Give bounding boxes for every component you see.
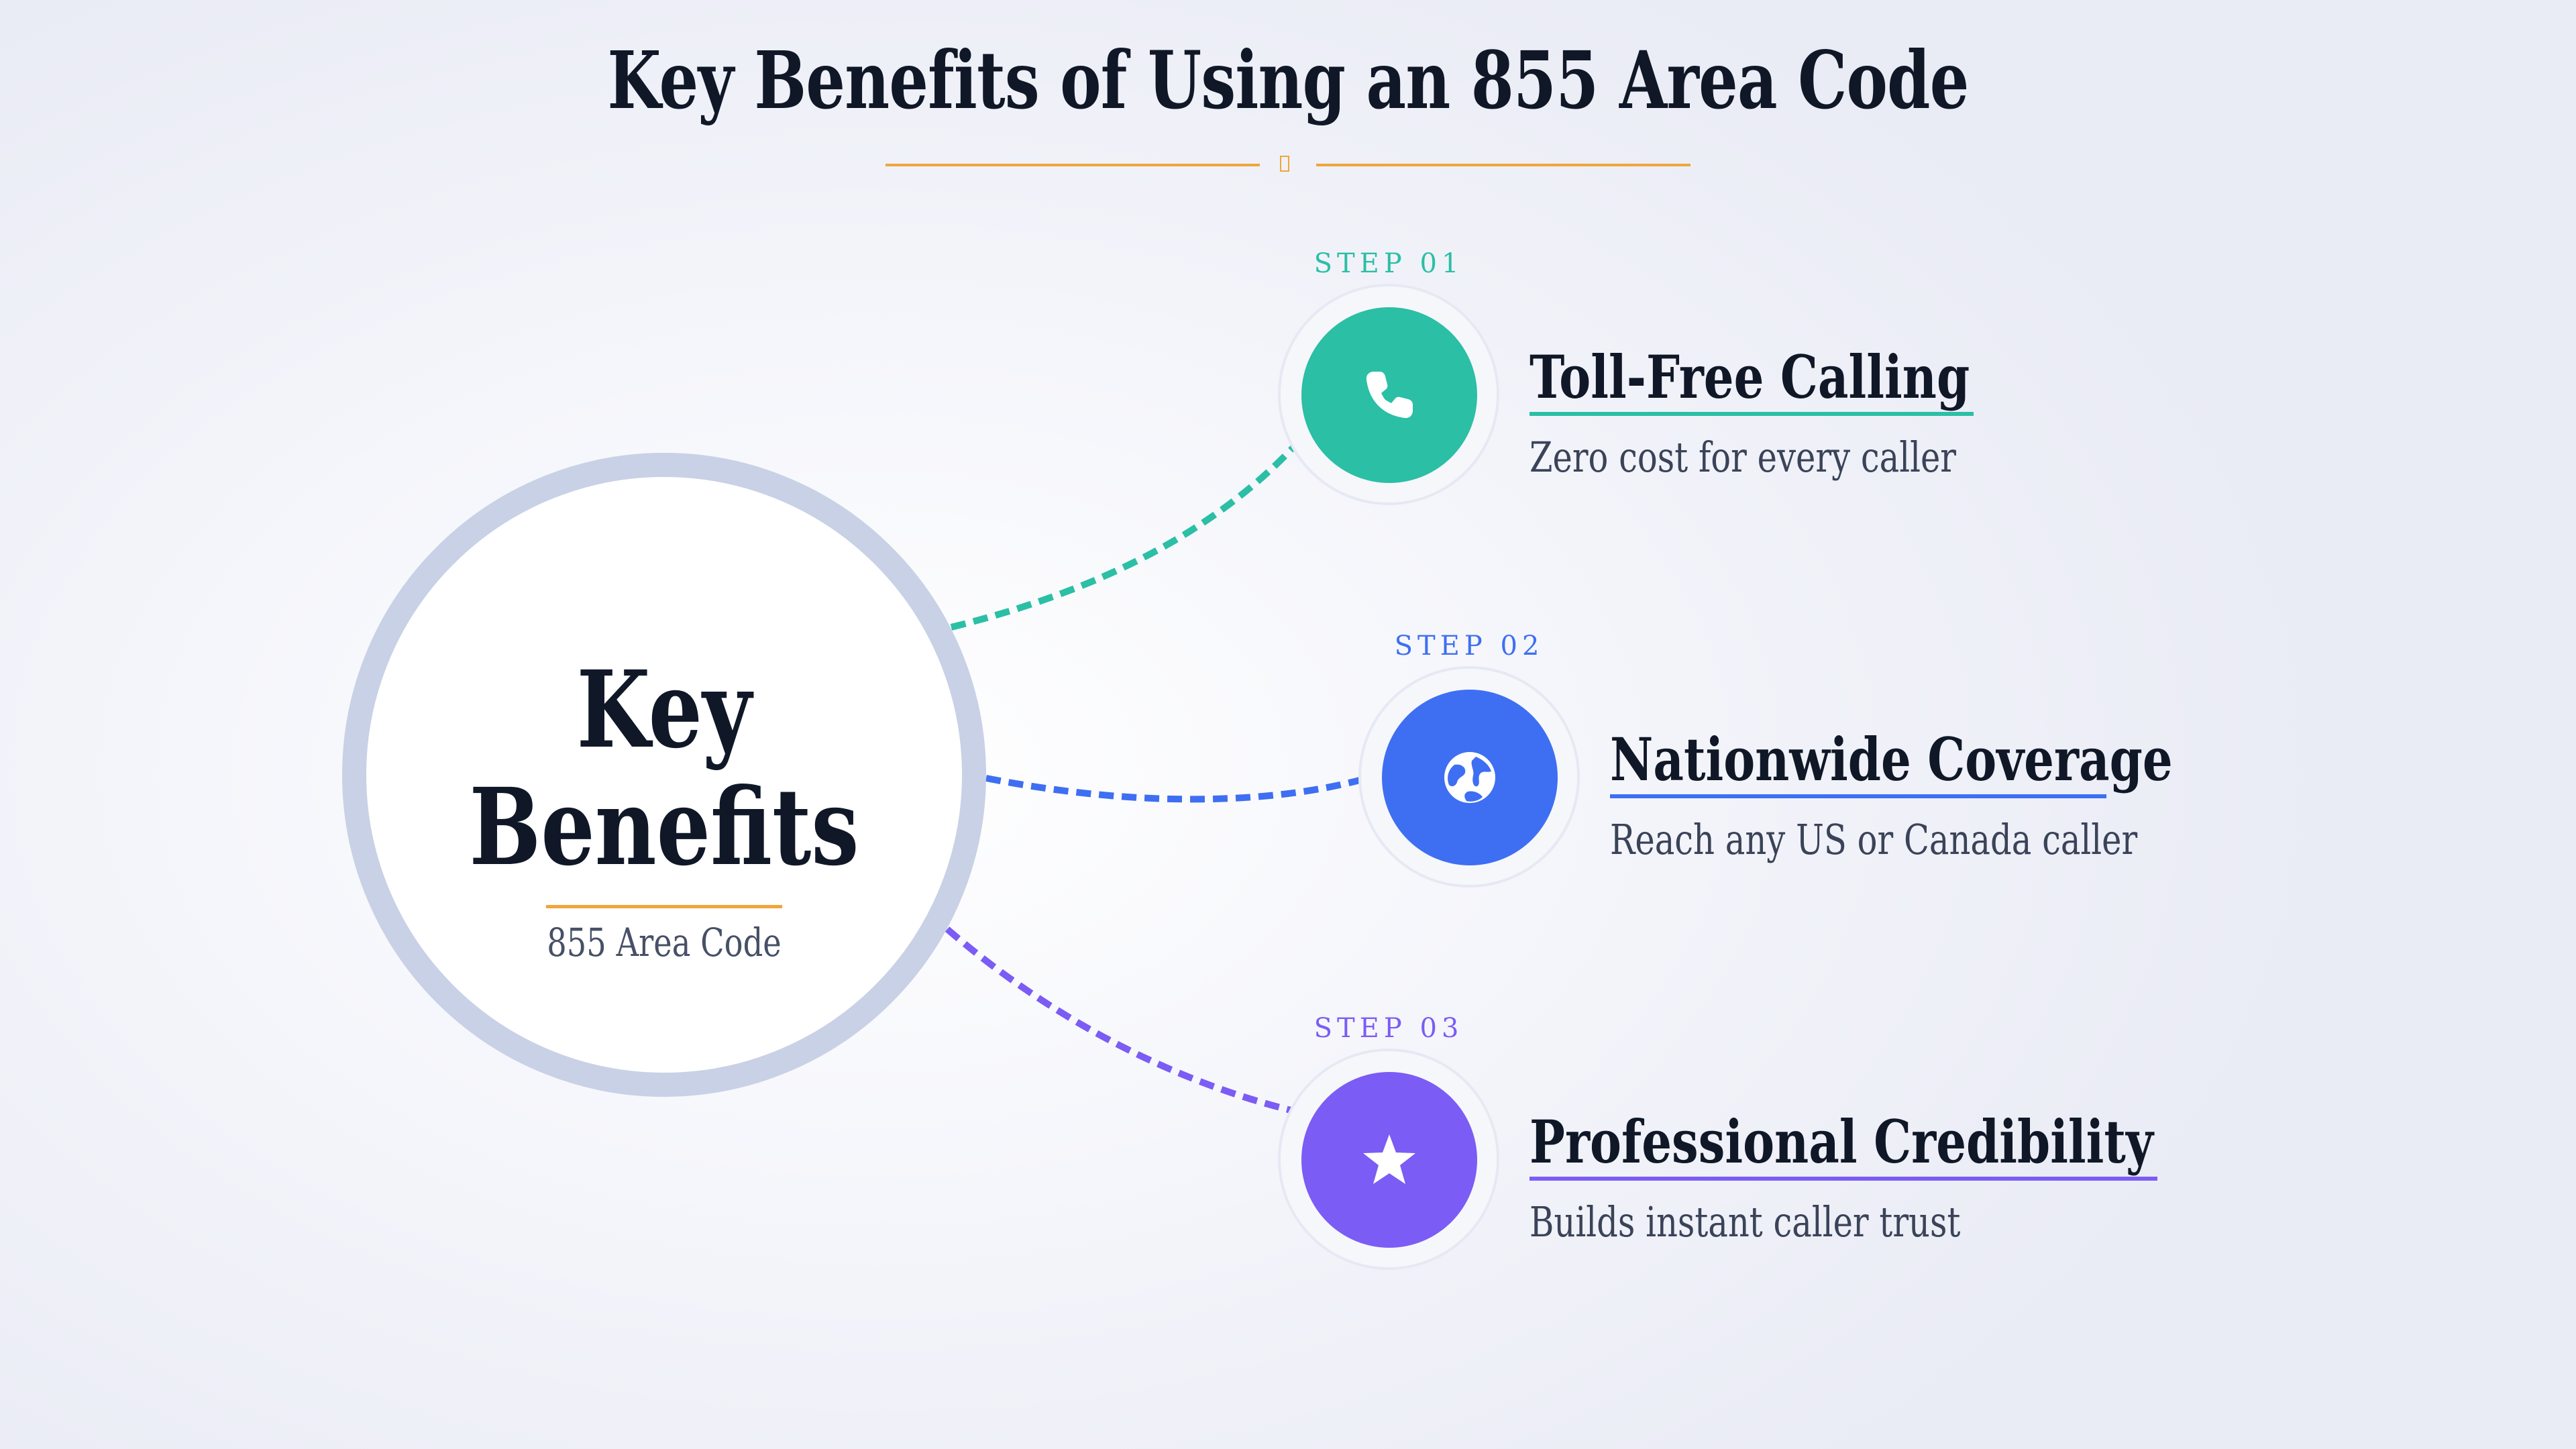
step-01-title: Toll-Free Calling	[1529, 342, 1970, 412]
connector-step-01	[950, 432, 1307, 631]
hub-circle: Key Benefits 855 Area Code	[342, 453, 986, 1097]
step-02-description: Reach any US or Canada caller	[1610, 815, 2138, 864]
divider-line-left	[885, 164, 1260, 166]
step-02-icon-circle	[1382, 690, 1558, 865]
step-03-label: STEP 03	[1313, 1013, 1464, 1044]
step-03-rule	[1529, 1177, 2157, 1181]
step-01-label: STEP 01	[1313, 248, 1464, 279]
step-02-rule	[1610, 794, 2106, 798]
hub-subtitle: 855 Area Code	[547, 920, 782, 965]
step-01-description: Zero cost for every caller	[1529, 433, 1957, 482]
step-03-node	[1278, 1049, 1499, 1270]
step-03-icon-circle	[1301, 1072, 1477, 1248]
hub-title: Key Benefits	[426, 651, 902, 886]
step-02-title: Nationwide Coverage	[1610, 724, 2173, 794]
step-01-rule	[1529, 412, 1974, 416]
step-01-node	[1278, 284, 1499, 505]
hub-title-line1: Key	[576, 648, 752, 772]
divider-line-right	[1316, 164, 1690, 166]
hub-underline	[546, 905, 782, 908]
step-03-description: Builds instant caller trust	[1529, 1197, 1961, 1246]
globe-icon	[1444, 752, 1495, 803]
divider-ornament	[1280, 156, 1289, 172]
hub-title-line2: Benefits	[469, 765, 859, 890]
step-03-title: Professional Credibility	[1529, 1107, 2153, 1177]
phone-icon	[1366, 372, 1413, 419]
step-02-label: STEP 02	[1394, 631, 1544, 661]
star-icon	[1363, 1134, 1415, 1184]
step-02-node	[1358, 666, 1580, 888]
page-title: Key Benefits of Using an 855 Area Code	[607, 34, 1969, 127]
connector-step-03	[945, 926, 1306, 1117]
title-divider	[885, 152, 1690, 178]
connector-step-02	[985, 771, 1380, 803]
step-01-icon-circle	[1301, 307, 1477, 483]
